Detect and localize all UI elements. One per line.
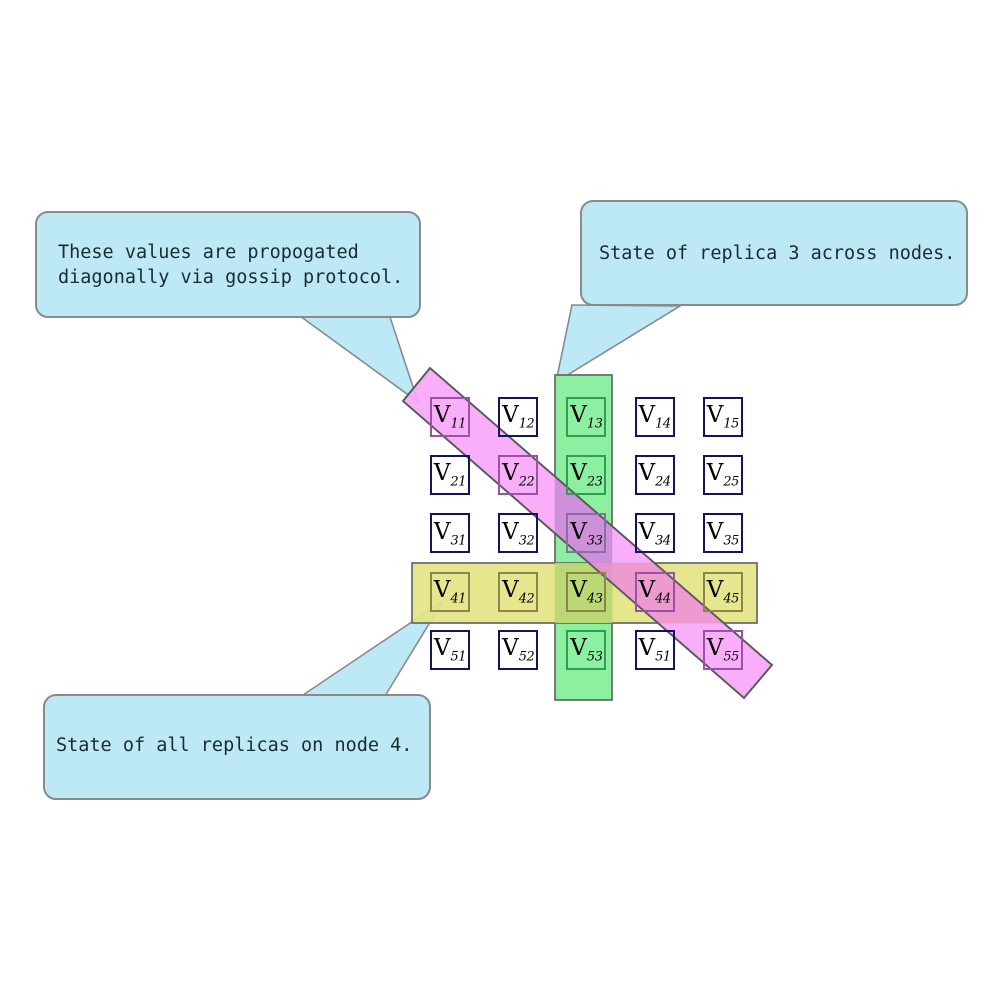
matrix-cell-V22[interactable]: V22 [498,455,539,496]
matrix-cell-label: V25 [706,460,740,491]
matrix-cell-V25[interactable]: V25 [702,455,743,496]
matrix-cell-V15[interactable]: V15 [702,397,743,437]
pink-green-overlap [555,476,612,584]
matrix-cell-V55[interactable]: V55 [702,629,743,670]
matrix-cell-label: V13 [570,402,603,432]
matrix-cell-V14[interactable]: V14 [634,397,675,437]
matrix-cell-V41[interactable]: V41 [430,571,470,612]
callout-node-bubble[interactable] [43,694,431,800]
matrix-cell-V51[interactable]: V51 [634,629,675,670]
matrix-cell-label: V55 [706,635,740,665]
matrix-cell-label: V43 [570,576,603,607]
matrix-cell-label: V34 [638,518,671,549]
matrix-cell-V42[interactable]: V42 [498,571,539,612]
matrix-cell-label: V33 [570,518,603,549]
matrix-cell-label: V53 [570,635,603,665]
matrix-cell-label: V45 [706,576,740,607]
matrix-cell-V23[interactable]: V23 [566,455,607,496]
callout-diagonal-bubble[interactable] [35,211,421,318]
callout-replica-bubble[interactable] [580,200,968,306]
matrix-cell-V32[interactable]: V32 [498,513,539,554]
matrix-cell-label: V22 [502,460,535,491]
matrix-cell-label: V24 [638,460,671,491]
matrix-cell-V53[interactable]: V53 [566,629,607,670]
matrix-cell-label: V35 [706,518,740,549]
matrix-cell-V12[interactable]: V12 [498,397,539,437]
matrix-cell-label: V44 [638,576,671,607]
matrix-cell-V31[interactable]: V31 [430,513,470,554]
matrix-cell-label: V23 [570,460,603,491]
matrix-cell-V52[interactable]: V52 [498,629,539,670]
matrix-cell-label: V11 [433,402,467,432]
callout-replica-tail [554,304,683,384]
matrix-cell-label: V51 [638,635,671,665]
matrix-cell-V13[interactable]: V13 [566,397,607,437]
matrix-cell-label: V52 [502,635,535,665]
matrix-cell-label: V31 [433,518,467,549]
matrix-cell-label: V21 [433,460,467,491]
matrix-cell-label: V42 [502,576,535,607]
matrix-cell-V21[interactable]: V21 [430,455,470,496]
matrix-cell-V44[interactable]: V44 [634,571,675,612]
matrix-cell-label: V51 [433,635,467,665]
matrix-cell-label: V15 [706,402,740,432]
matrix-cell-label: V12 [502,402,535,432]
matrix-cell-V11[interactable]: V11 [430,397,470,437]
callout-diagonal-tail [297,315,420,405]
matrix-cell-V51[interactable]: V51 [430,629,470,670]
matrix-cell-V34[interactable]: V34 [634,513,675,554]
matrix-cell-V24[interactable]: V24 [634,455,675,496]
pink-yellow-overlap [589,563,724,623]
matrix-cell-label: V32 [502,518,535,549]
matrix-cell-V45[interactable]: V45 [702,571,743,612]
matrix-cell-label: V14 [638,402,671,432]
pink-diagonal-outline [401,366,774,700]
matrix-cell-V35[interactable]: V35 [702,513,743,554]
matrix-cell-V43[interactable]: V43 [566,571,607,612]
matrix-cell-V33[interactable]: V33 [566,513,607,554]
matrix-cell-label: V41 [433,576,467,607]
